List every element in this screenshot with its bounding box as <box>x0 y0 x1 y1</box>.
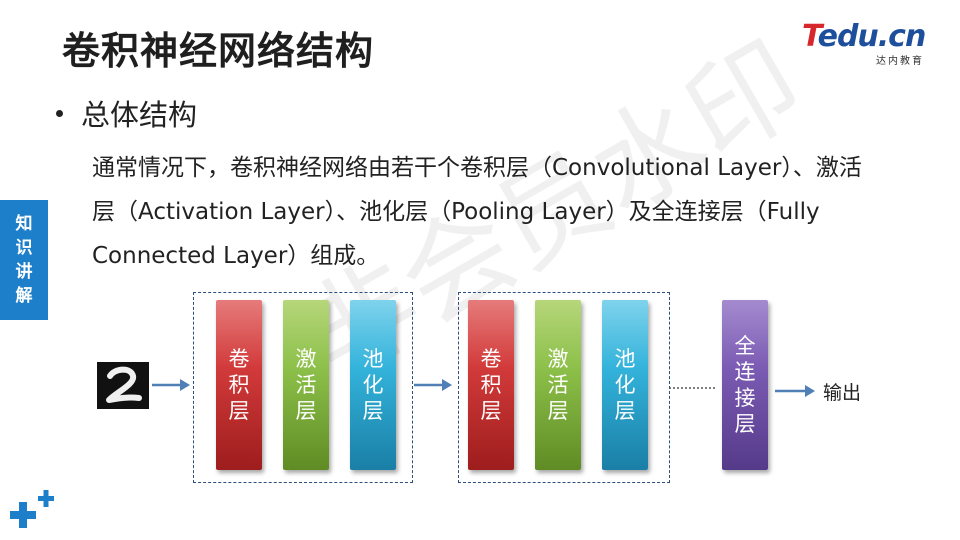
side-tab-char: 解 <box>15 286 33 306</box>
activation-layer-label: 激活层 <box>547 347 569 423</box>
logo-t: T <box>802 19 819 54</box>
side-tab-char: 讲 <box>15 262 33 282</box>
activation-layer-1: 激活层 <box>283 300 329 470</box>
layer-group-1 <box>193 292 413 483</box>
fc-layer-label: 全连接层 <box>734 334 756 436</box>
arrow-right-icon <box>152 379 190 391</box>
pooling-layer-label: 池化层 <box>362 347 384 423</box>
logo-subtitle: 达内教育 <box>876 56 924 67</box>
side-tab-char: 知 <box>15 214 33 234</box>
side-tab-char: 识 <box>15 238 33 258</box>
input-digit-image <box>97 362 149 409</box>
bullet-text: 总体结构 <box>81 98 198 132</box>
bullet-dot <box>56 109 63 117</box>
bullet-item: 总体结构 <box>56 92 197 134</box>
plus-icon <box>10 490 54 528</box>
paragraph-line: 通常情况下，卷积神经网络由若干个卷积层（Convolutional Layer）… <box>92 155 862 181</box>
activation-layer-label: 激活层 <box>295 347 317 423</box>
activation-layer-2: 激活层 <box>535 300 581 470</box>
arrow-right-icon <box>414 379 452 391</box>
logo-rest: edu.cn <box>817 19 927 54</box>
tedu-logo: Tedu.cn 达内教育 <box>802 20 942 68</box>
pooling-layer-1: 池化层 <box>350 300 396 470</box>
output-label: 输出 <box>823 382 862 404</box>
conv-layer-label: 卷积层 <box>480 347 502 423</box>
side-tab-knowledge: 知 识 讲 解 <box>0 200 48 320</box>
dotted-connector <box>669 387 715 389</box>
pooling-layer-label: 池化层 <box>614 347 636 423</box>
paragraph-line: 层（Activation Layer）、池化层（Pooling Layer）及全… <box>92 199 820 225</box>
arrow-right-icon <box>775 385 815 397</box>
conv-layer-label: 卷积层 <box>228 347 250 423</box>
digit-two-drawing <box>106 366 142 403</box>
body-paragraph: 通常情况下，卷积神经网络由若干个卷积层（Convolutional Layer）… <box>92 146 912 278</box>
logo-wordmark: Tedu.cn <box>802 19 927 54</box>
paragraph-line: Connected Layer）组成。 <box>92 243 380 269</box>
conv-layer-2: 卷积层 <box>468 300 514 470</box>
slide-title: 卷积神经网络结构 <box>62 29 375 73</box>
conv-layer-1: 卷积层 <box>216 300 262 470</box>
pooling-layer-2: 池化层 <box>602 300 648 470</box>
fully-connected-layer: 全连接层 <box>722 300 768 470</box>
